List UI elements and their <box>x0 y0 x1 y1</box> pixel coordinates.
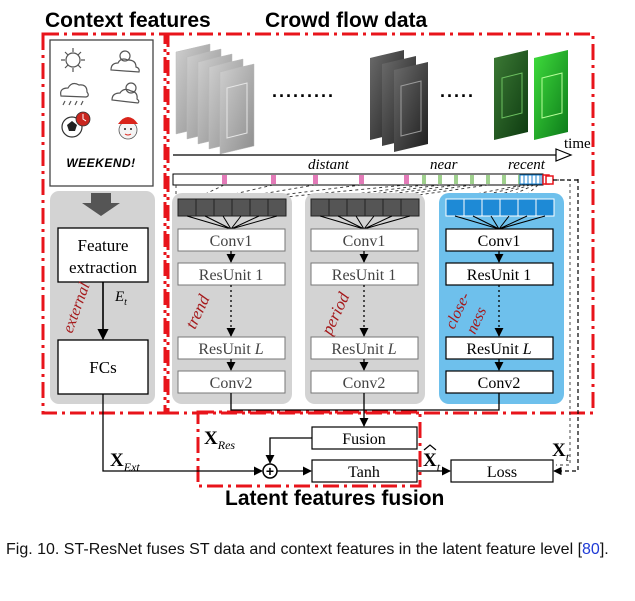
recent-label: recent <box>508 157 546 173</box>
soccer-clock-icon <box>61 111 91 138</box>
period-resunitl: ResUnit L <box>331 341 396 358</box>
fusion-connectors <box>230 393 500 427</box>
feature-extraction-line1: Feature <box>78 236 129 255</box>
context-features-header: Context features <box>45 9 211 32</box>
trend-conv1: Conv1 <box>210 233 253 250</box>
feature-extraction-line2: extraction <box>69 258 137 277</box>
st-resnet-diagram: Context features Crowd flow data <box>41 9 595 510</box>
period-conv1: Conv1 <box>343 233 386 250</box>
fcs-label: FCs <box>89 358 116 377</box>
crowd-flow-header: Crowd flow data <box>265 9 427 32</box>
caption-text: Fig. 10. ST-ResNet fuses ST data and con… <box>6 541 583 558</box>
trend-conv2: Conv2 <box>210 375 253 392</box>
trend-resunit1: ResUnit 1 <box>199 267 263 284</box>
weekend-text: WEEKEND! <box>66 156 135 170</box>
partly-cloudy-icon <box>111 82 140 104</box>
period-conv2: Conv2 <box>343 375 386 392</box>
x-hat-label: Xt <box>423 450 441 474</box>
distant-label: distant <box>308 157 350 173</box>
context-icons-panel: WEEKEND! <box>49 39 154 187</box>
fusion-label: Fusion <box>342 431 386 448</box>
closeness-resunitl: ResUnit L <box>466 341 531 358</box>
near-label: near <box>430 157 458 173</box>
x-ext-label: XExt <box>110 450 140 474</box>
x-res-label: XRes <box>204 428 235 452</box>
loss-box <box>450 459 554 483</box>
closeness-conv2: Conv2 <box>478 375 521 392</box>
closeness-resunit1: ResUnit 1 <box>467 267 531 284</box>
ellipsis-dots-1: ......... <box>272 81 335 101</box>
time-arrowhead-icon <box>555 148 573 162</box>
trend-resunitl: ResUnit L <box>198 341 263 358</box>
ellipsis-dots-2: ..... <box>440 81 475 101</box>
fan-in-lines <box>186 215 546 230</box>
x-t-label: Xt <box>552 440 570 464</box>
period-grid <box>310 198 420 217</box>
feature-extraction-box <box>57 227 149 283</box>
cloud-sun-icon <box>110 50 140 73</box>
latent-frame <box>196 410 422 488</box>
trend-grid <box>177 198 287 217</box>
loss-label: Loss <box>487 464 517 481</box>
distant-frames <box>175 43 255 155</box>
et-label: Et <box>114 289 127 308</box>
trend-branch: Conv1 ResUnit 1 trend ResUnit L Conv2 <box>177 228 286 394</box>
target-dashed-arrow <box>553 179 579 476</box>
latent-features-header: Latent features fusion <box>225 487 444 510</box>
near-frames <box>370 50 428 152</box>
sun-icon <box>61 48 85 72</box>
tanh-label: Tanh <box>348 464 380 481</box>
closeness-grid <box>445 198 555 217</box>
context-frame <box>41 32 167 415</box>
plus-sign: + <box>266 463 274 479</box>
x-hat-caret <box>423 444 437 451</box>
period-resunit1: ResUnit 1 <box>332 267 396 284</box>
down-arrow-icon <box>82 193 120 216</box>
caption-reference-link[interactable]: 80 <box>582 541 600 558</box>
fusion-arrows <box>102 394 451 476</box>
time-label: time <box>564 136 591 152</box>
figure-caption: Fig. 10. ST-ResNet fuses ST data and con… <box>6 538 628 561</box>
caption-end: ]. <box>599 541 609 558</box>
target-marker <box>545 175 554 185</box>
rain-cloud-icon <box>60 82 89 106</box>
santa-icon <box>118 117 138 140</box>
recent-frames <box>494 50 568 140</box>
closeness-conv1: Conv1 <box>478 233 521 250</box>
